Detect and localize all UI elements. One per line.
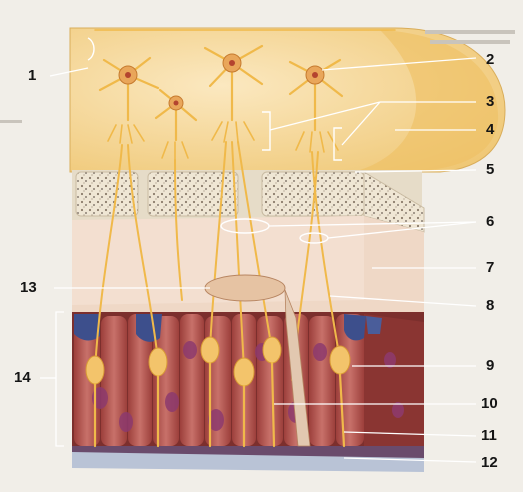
label-8: 8 xyxy=(486,298,494,314)
label-3: 3 xyxy=(486,94,494,110)
label-10: 10 xyxy=(481,396,498,412)
label-13: 13 xyxy=(20,280,37,296)
label-5: 5 xyxy=(486,162,494,178)
label-4: 4 xyxy=(486,122,494,138)
label-9: 9 xyxy=(486,358,494,374)
label-7: 7 xyxy=(486,260,494,276)
label-14: 14 xyxy=(14,370,31,386)
label-2: 2 xyxy=(486,52,494,68)
label-1: 1 xyxy=(28,68,36,84)
olfactory-bulb xyxy=(70,28,505,172)
olfactory-epithelium xyxy=(72,312,424,472)
label-11: 11 xyxy=(481,428,497,444)
label-6: 6 xyxy=(486,214,494,230)
label-12: 12 xyxy=(481,455,498,471)
lamina-propria xyxy=(72,216,424,322)
